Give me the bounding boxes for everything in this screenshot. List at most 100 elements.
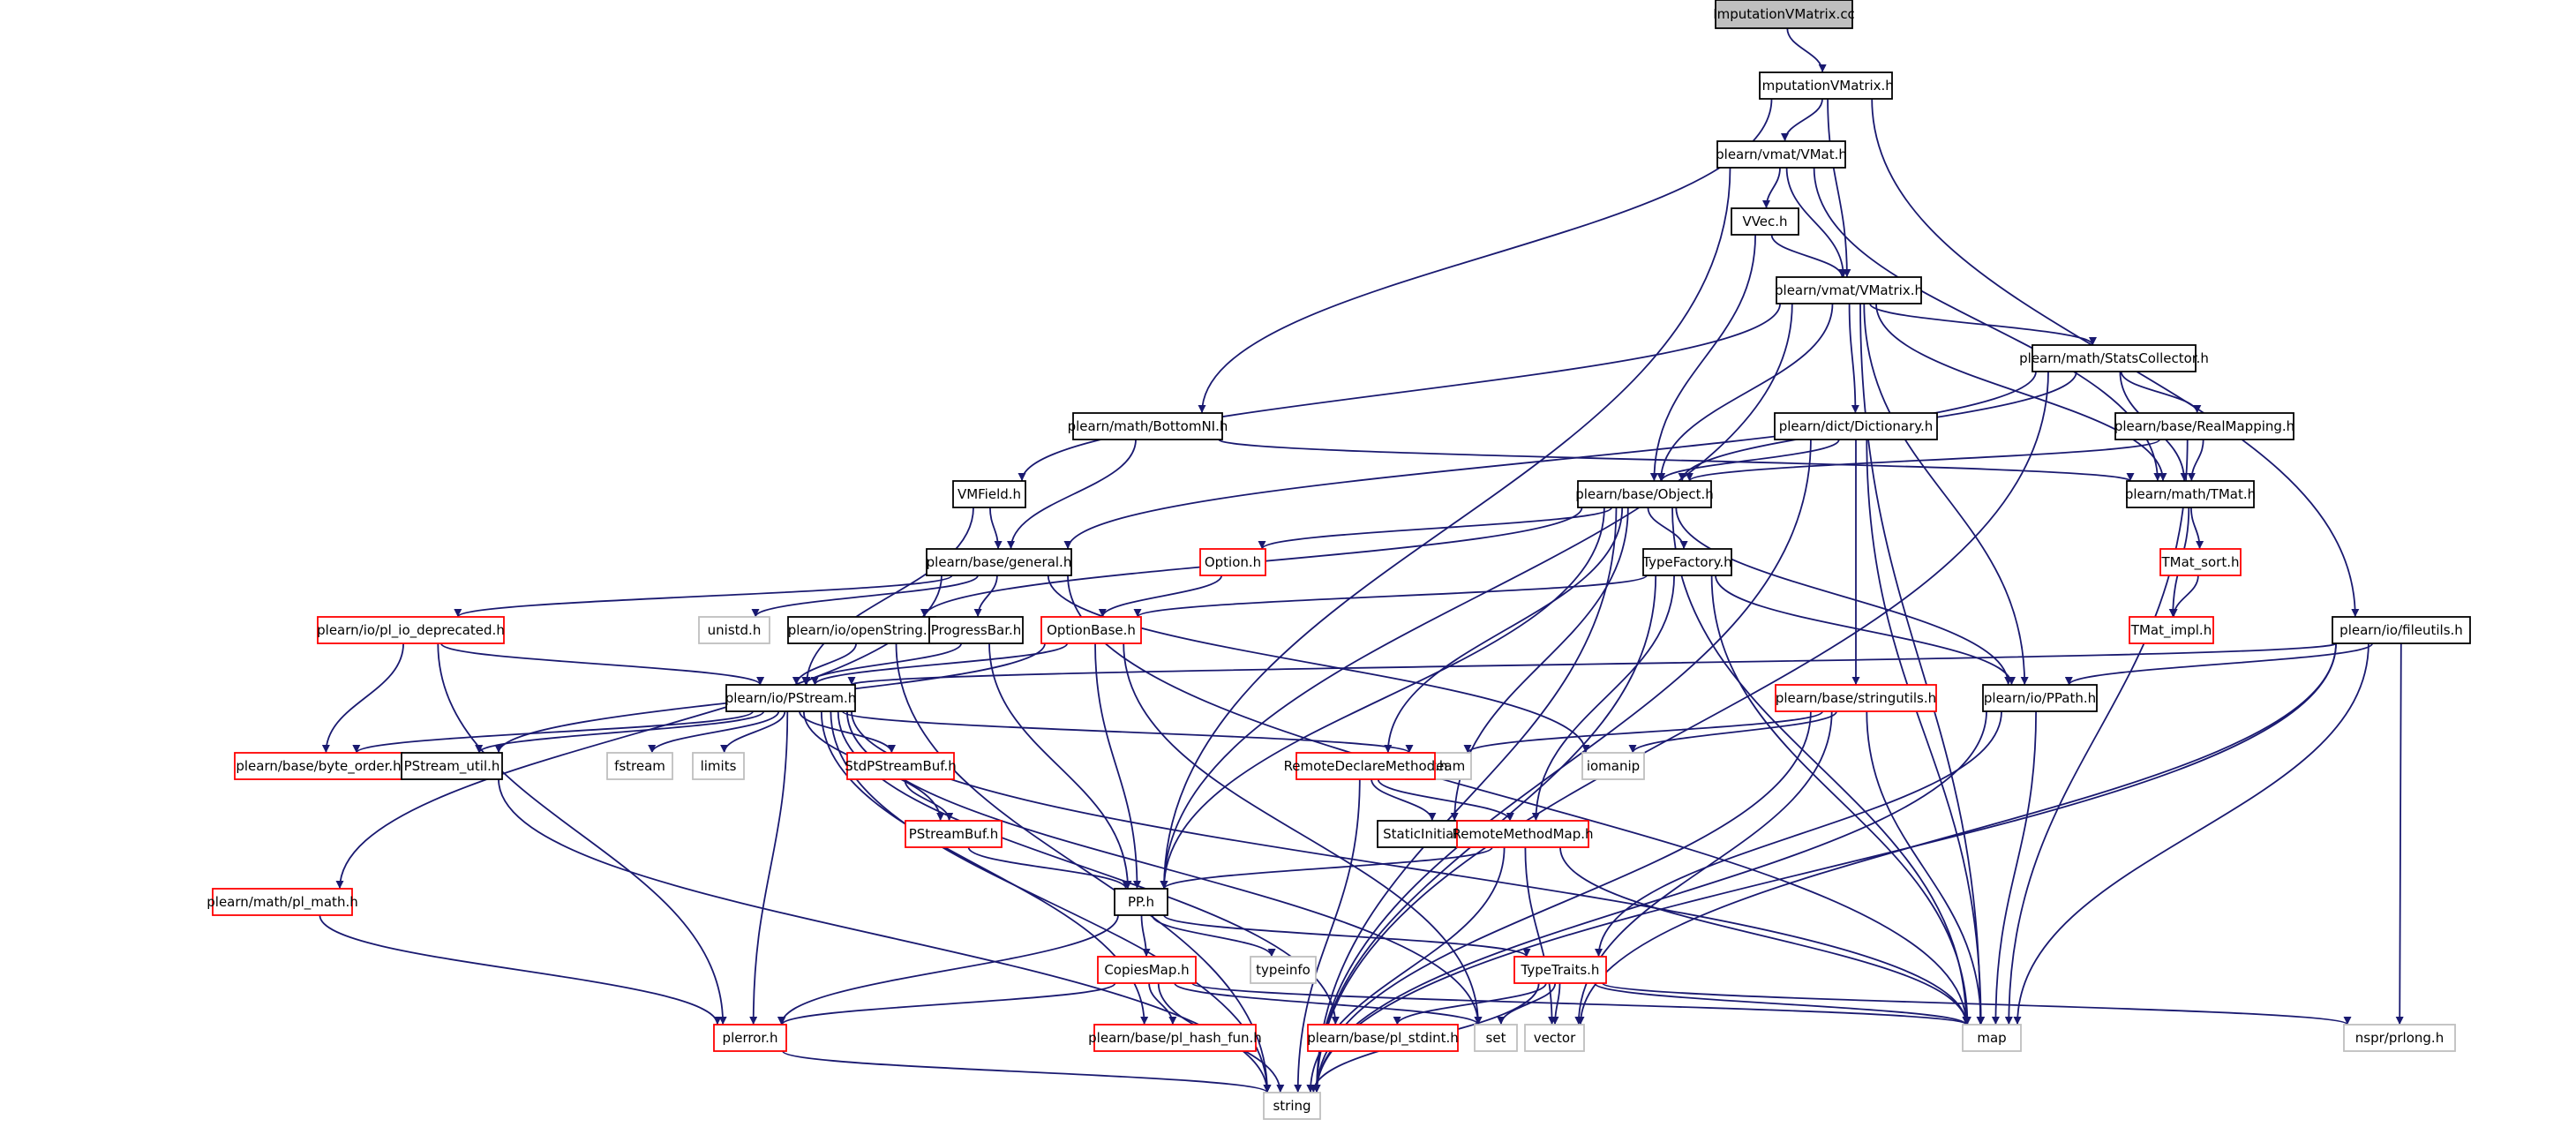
node-dictionary-h[interactable]: plearn/dict/Dictionary.h: [1774, 412, 1938, 440]
edge-general_h-to-pl_io_deprecated_h: [454, 575, 953, 618]
node-pstream-util-h[interactable]: PStream_util.h: [401, 752, 503, 780]
edge-object_h-to-ppath_h: [1675, 507, 2013, 686]
node-box: [401, 752, 503, 780]
node-box: [1776, 276, 1922, 304]
node-option-h[interactable]: Option.h: [1199, 548, 1266, 576]
node-set[interactable]: set: [1474, 1024, 1518, 1052]
node-pstreambuf-h[interactable]: PStreamBuf.h: [905, 820, 1003, 848]
node-tmat-sort-h[interactable]: TMat_sort.h: [2159, 548, 2242, 576]
edge-typetraits_h-to-pl_stdint_h: [1393, 982, 1547, 1026]
node-vmat-h[interactable]: plearn/vmat/VMat.h: [1716, 140, 1847, 169]
edge-object_h-to-map: [1671, 507, 1971, 1026]
node-vector[interactable]: vector: [1524, 1024, 1585, 1052]
edge-typetraits_h-to-nspr_prlong_h: [1602, 982, 2352, 1026]
edge-pl_io_deprecated_h-to-byte_order_h: [321, 642, 404, 754]
edge-copiesmap_h-to-map: [1191, 982, 1971, 1026]
edge-vvec_h-to-vmatrix_h: [1770, 234, 1846, 278]
edge-general_h-to-unistd_h: [751, 575, 979, 618]
node-byte-order-h[interactable]: plearn/base/byte_order.h: [234, 752, 403, 780]
node-impvm-h[interactable]: ImputationVMatrix.h: [1758, 71, 1894, 100]
node-box: [698, 616, 770, 644]
node-unistd-h[interactable]: unistd.h: [698, 616, 770, 644]
node-pl-stdint-h[interactable]: plearn/base/pl_stdint.h: [1307, 1024, 1459, 1052]
node-box: [1982, 684, 2098, 712]
edge-remotedeclaremethod_h-to-staticinitializer_h: [1371, 778, 1437, 822]
edge-ppath_h-to-typetraits_h: [1595, 710, 2002, 958]
node-box: [1581, 752, 1645, 780]
node-box: [1474, 1024, 1518, 1052]
node-box: [2343, 1024, 2456, 1052]
node-box: [692, 752, 745, 780]
node-label: plearn/base/pl_hash_fun.h: [1088, 1030, 1262, 1047]
node-iomanip[interactable]: iomanip: [1581, 752, 1645, 780]
node-fstream[interactable]: fstream: [606, 752, 673, 780]
node-realmapping-h[interactable]: plearn/base/RealMapping.h: [2114, 412, 2294, 440]
node-nspr-prlong-h[interactable]: nspr/prlong.h: [2343, 1024, 2456, 1052]
node-vmatrix-h[interactable]: plearn/vmat/VMatrix.h: [1775, 276, 1923, 304]
node-label: PP.h: [1128, 894, 1154, 910]
node-box: [713, 1024, 787, 1052]
node-ppath-h[interactable]: plearn/io/PPath.h: [1982, 684, 2098, 712]
node-label: ImputationVMatrix.cc: [1713, 6, 1855, 22]
node-vvec-h[interactable]: VVec.h: [1731, 207, 1799, 236]
node-box: [2129, 616, 2214, 644]
edge-typefactory_h-to-map: [1710, 575, 1971, 1026]
node-label: Option.h: [1205, 554, 1261, 570]
node-stdpstreambuf-h[interactable]: StdPStreamBuf.h: [845, 752, 957, 780]
node-label: plearn/base/stringutils.h: [1776, 690, 1936, 706]
node-copiesmap-h[interactable]: CopiesMap.h: [1097, 956, 1197, 984]
node-progressbar-h[interactable]: ProgressBar.h: [928, 616, 1024, 644]
node-pp-h[interactable]: PP.h: [1114, 888, 1168, 916]
node-fileutils-h[interactable]: plearn/io/fileutils.h: [2332, 616, 2471, 644]
node-typefactory-h[interactable]: TypeFactory.h: [1641, 548, 1732, 576]
node-string[interactable]: string: [1263, 1092, 1321, 1120]
edge-typetraits_h-to-map: [1594, 982, 1971, 1026]
edge-statscollector_h-to-realmapping_h: [2120, 371, 2202, 414]
node-plerror-h[interactable]: plerror.h: [713, 1024, 787, 1052]
edge-vmatrix_h-to-dictionary_h: [1848, 303, 1859, 414]
node-limits[interactable]: limits: [692, 752, 745, 780]
edge-remotemethodmap_h-to-pp_h: [1160, 846, 1493, 890]
node-vmfield-h[interactable]: VMField.h: [952, 480, 1026, 508]
node-statscollector-h[interactable]: plearn/math/StatsCollector.h: [2019, 344, 2209, 372]
node-bottomni-h[interactable]: plearn/math/BottomNI.h: [1068, 412, 1228, 440]
node-remotemethodmap-h[interactable]: RemoteMethodMap.h: [1452, 820, 1594, 848]
node-root[interactable]: ImputationVMatrix.cc: [1713, 0, 1855, 29]
node-object-h[interactable]: plearn/base/Object.h: [1575, 480, 1714, 508]
node-label: RemoteMethodMap.h: [1452, 826, 1593, 842]
edge-pstreambuf_h-to-pp_h: [967, 846, 1130, 890]
node-pl-io-deprecated-h[interactable]: plearn/io/pl_io_deprecated.h: [317, 616, 505, 644]
node-general-h[interactable]: plearn/base/general.h: [926, 548, 1072, 576]
edge-dictionary_h-to-object_h: [1657, 439, 1840, 482]
edge-progressbar_h-to-pp_h: [988, 642, 1132, 890]
node-pl-hash-fun-h[interactable]: plearn/base/pl_hash_fun.h: [1088, 1024, 1262, 1052]
node-box: [905, 820, 1003, 848]
edge-pl_io_deprecated_h-to-plerror_h: [437, 642, 727, 1026]
node-box: [1524, 1024, 1585, 1052]
edge-fileutils_h-to-string: [1312, 642, 2337, 1093]
node-tmat-impl-h[interactable]: TMat_impl.h: [2129, 616, 2214, 644]
node-box: [317, 616, 505, 644]
node-remotedeclaremethod-h[interactable]: RemoteDeclareMethod.h: [1284, 752, 1448, 780]
node-label: TMat_sort.h: [2161, 554, 2240, 571]
node-box: [1263, 1092, 1321, 1120]
node-pstream-h[interactable]: plearn/io/PStream.h: [725, 684, 857, 712]
node-openstring-h[interactable]: plearn/io/openString.h: [787, 616, 936, 644]
edge-pstream_h-to-plerror_h: [749, 710, 789, 1026]
edge-realmapping_h-to-tmat_h: [2187, 439, 2204, 482]
node-box: [1296, 752, 1436, 780]
node-box: [952, 480, 1026, 508]
node-typetraits-h[interactable]: TypeTraits.h: [1513, 956, 1607, 984]
node-label: plearn/dict/Dictionary.h: [1779, 418, 1934, 434]
node-stringutils-h[interactable]: plearn/base/stringutils.h: [1775, 684, 1937, 712]
edge-pp_h-to-plerror_h: [777, 914, 1119, 1026]
node-map[interactable]: map: [1962, 1024, 2022, 1052]
edge-stringutils_h-to-iomanip: [1628, 710, 1837, 754]
node-label: typeinfo: [1256, 962, 1311, 978]
edge-vmatrix_h-to-vmfield_h: [1018, 303, 1781, 482]
node-optionbase-h[interactable]: OptionBase.h: [1040, 616, 1142, 644]
node-pl-math-h[interactable]: plearn/math/pl_math.h: [207, 888, 358, 916]
node-typeinfo[interactable]: typeinfo: [1250, 956, 1317, 984]
node-tmat-h[interactable]: plearn/math/TMat.h: [2125, 480, 2256, 508]
